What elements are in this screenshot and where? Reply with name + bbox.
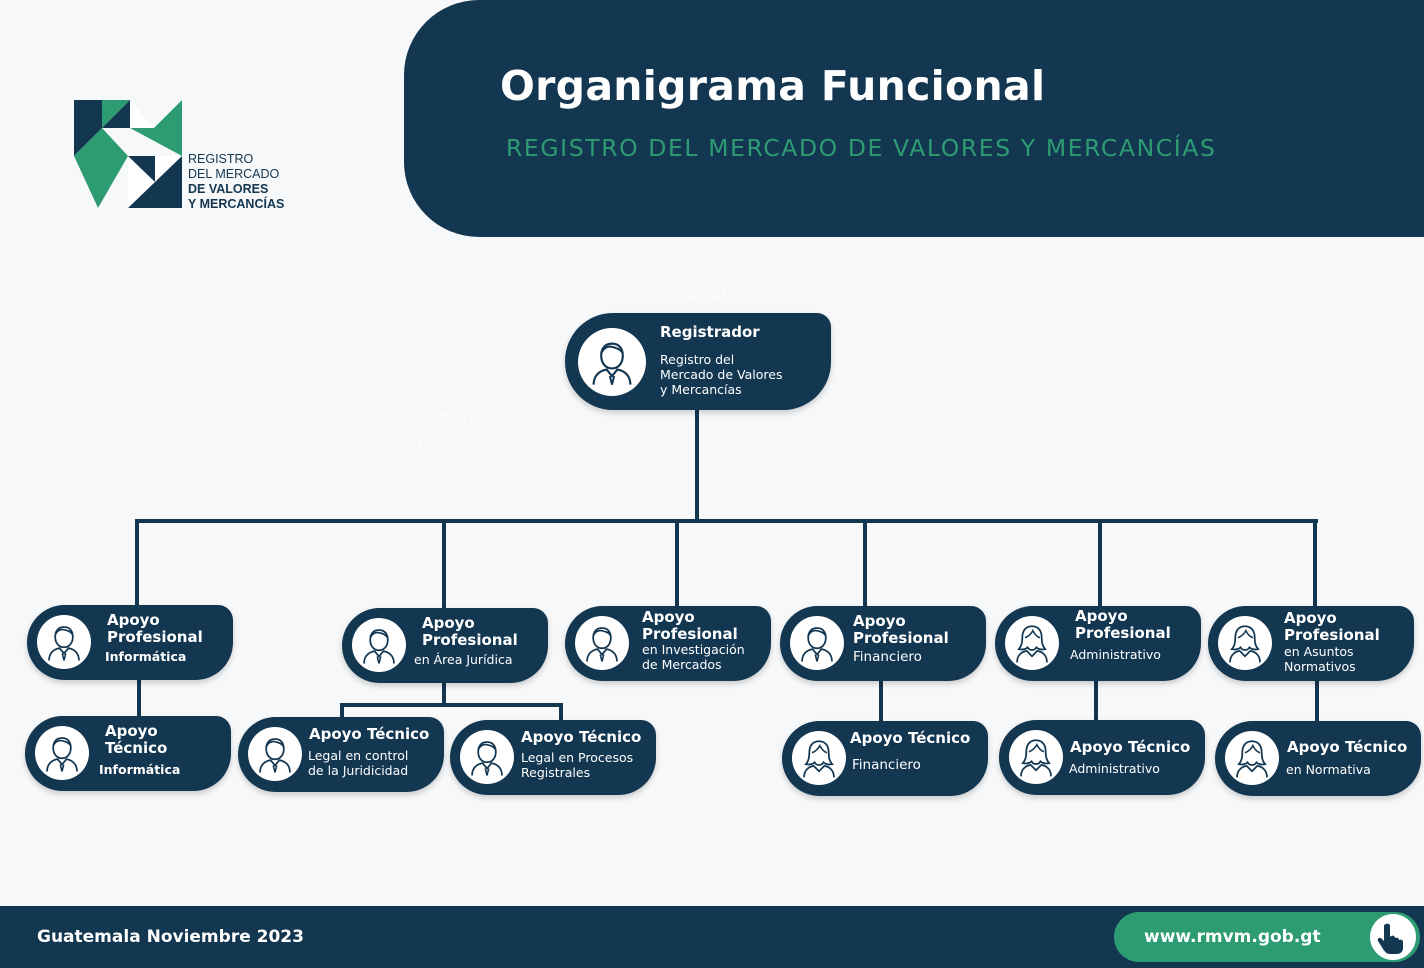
page-title: Organigrama Funcional	[500, 62, 1046, 110]
connector-line	[442, 680, 446, 706]
node-subtitle: Registrales	[521, 765, 591, 780]
node-subtitle: Informática	[105, 649, 187, 664]
node-subtitle: Financiero	[853, 649, 922, 665]
node-subtitle: en Normativa	[1286, 762, 1371, 777]
pointing-hand-icon	[1370, 914, 1416, 960]
logo-line-2: DEL MERCADO	[188, 167, 280, 181]
male-person-icon	[790, 616, 844, 670]
header-banner	[404, 0, 1424, 237]
connector-line	[1315, 678, 1319, 724]
footer-date: Guatemala Noviembre 2023	[37, 927, 304, 947]
node-title: Apoyo	[107, 611, 160, 629]
node-title: Apoyo	[642, 608, 695, 626]
node-subtitle: en Área Jurídica	[414, 652, 513, 667]
node-subtitle: Normativos	[1284, 659, 1356, 674]
node-subtitle: y Mercancías	[660, 382, 742, 397]
node-subtitle: de la Juridicidad	[308, 763, 409, 778]
node-subtitle: Mercado de Valores	[660, 367, 783, 382]
female-person-icon	[1218, 616, 1272, 670]
connector-line	[559, 703, 563, 723]
ghost-label: Apoyo Técnico	[417, 407, 510, 423]
connector-line	[442, 519, 446, 611]
node-apoyo-profesional-normativos[interactable]: Apoyo Profesional en Asuntos Normativos	[1208, 606, 1414, 681]
ghost-label: Ejecutivo	[417, 437, 474, 453]
node-subtitle: de Mercados	[642, 657, 722, 672]
node-subtitle: Legal en Procesos	[521, 750, 634, 765]
node-apoyo-profesional-informatica[interactable]: Apoyo Profesional Informática	[27, 605, 233, 680]
node-title: Profesional	[422, 631, 518, 649]
connector-line	[675, 519, 679, 609]
node-apoyo-profesional-investigacion[interactable]: Apoyo Profesional en Investigación de Me…	[565, 606, 771, 681]
node-title: Apoyo Técnico	[1070, 738, 1191, 756]
logo-line-4: Y MERCANCÍAS	[188, 197, 285, 211]
male-person-icon	[37, 615, 91, 669]
node-title: Apoyo Técnico	[1287, 738, 1408, 756]
connector-line	[695, 408, 699, 523]
node-apoyo-tecnico-administrativo[interactable]: Apoyo Técnico Administrativo	[999, 720, 1205, 795]
node-subtitle: Administrativo	[1070, 647, 1161, 662]
logo-line-1: REGISTRO	[188, 152, 254, 166]
node-apoyo-profesional-juridica[interactable]: Apoyo Profesional en Área Jurídica	[342, 608, 548, 683]
node-title: Profesional	[642, 625, 738, 643]
node-subtitle: Administrativo	[1069, 761, 1160, 776]
connector-line	[1094, 678, 1098, 722]
connector-line	[863, 519, 867, 609]
connector-line	[879, 678, 883, 724]
male-person-icon	[578, 328, 646, 396]
node-apoyo-tecnico-informatica[interactable]: Apoyo Técnico Informática	[25, 716, 231, 791]
connector-line	[340, 703, 563, 707]
node-apoyo-tecnico-juridicidad[interactable]: Apoyo Técnico Legal en control de la Jur…	[238, 717, 444, 792]
connector-line	[135, 519, 139, 609]
female-person-icon	[1225, 731, 1279, 785]
node-subtitle: Registro del	[660, 352, 735, 367]
node-subtitle: Informática	[99, 762, 181, 777]
page-subtitle: REGISTRO DEL MERCADO DE VALORES Y MERCAN…	[506, 134, 1217, 162]
node-subtitle: en Investigación	[642, 642, 745, 657]
node-subtitle: Legal en control	[308, 748, 409, 763]
node-apoyo-tecnico-procesos[interactable]: Apoyo Técnico Legal en Procesos Registra…	[450, 720, 656, 795]
node-title: Apoyo	[422, 614, 475, 632]
female-person-icon	[792, 731, 846, 785]
male-person-icon	[460, 730, 514, 784]
connector-line	[135, 519, 1318, 523]
node-title: Profesional	[107, 628, 203, 646]
node-subtitle: en Asuntos	[1284, 644, 1354, 659]
node-apoyo-profesional-administrativo[interactable]: Apoyo Profesional Administrativo	[995, 606, 1201, 681]
male-person-icon	[35, 726, 89, 780]
connector-line	[1098, 519, 1102, 609]
node-registrador[interactable]: Registrador Registro del Mercado de Valo…	[565, 313, 831, 410]
node-apoyo-profesional-financiero[interactable]: Apoyo Profesional Financiero	[780, 606, 986, 681]
node-subtitle: Financiero	[852, 757, 921, 773]
node-title: Apoyo	[1075, 607, 1128, 625]
ghost-label: Registrador	[665, 285, 738, 301]
rmvm-logo-icon	[74, 100, 182, 208]
node-title: Técnico	[105, 739, 168, 757]
connector-line	[1313, 519, 1317, 609]
connector-line	[137, 678, 141, 720]
node-title: Apoyo Técnico	[521, 728, 642, 746]
website-link[interactable]: www.rmvm.gob.gt	[1144, 927, 1321, 947]
logo-line-3: DE VALORES	[188, 182, 269, 196]
logo-wordmark: REGISTRO DEL MERCADO DE VALORES Y MERCAN…	[188, 152, 284, 212]
female-person-icon	[1005, 616, 1059, 670]
node-title: Profesional	[1284, 626, 1380, 644]
node-title: Apoyo Técnico	[850, 729, 971, 747]
node-title: Registrador	[660, 323, 760, 341]
node-apoyo-tecnico-financiero[interactable]: Apoyo Técnico Financiero	[782, 721, 988, 796]
node-apoyo-tecnico-normativa[interactable]: Apoyo Técnico en Normativa	[1215, 721, 1421, 796]
node-title: Apoyo Técnico	[309, 725, 430, 743]
node-title: Profesional	[1075, 624, 1171, 642]
female-person-icon	[1009, 730, 1063, 784]
connector-line	[340, 703, 344, 721]
male-person-icon	[248, 727, 302, 781]
node-title: Apoyo	[105, 722, 158, 740]
male-person-icon	[352, 618, 406, 672]
node-title: Apoyo	[853, 612, 906, 630]
website-link-pill[interactable]	[1114, 912, 1420, 962]
male-person-icon	[575, 616, 629, 670]
node-title: Profesional	[853, 629, 949, 647]
node-title: Apoyo	[1284, 609, 1337, 627]
